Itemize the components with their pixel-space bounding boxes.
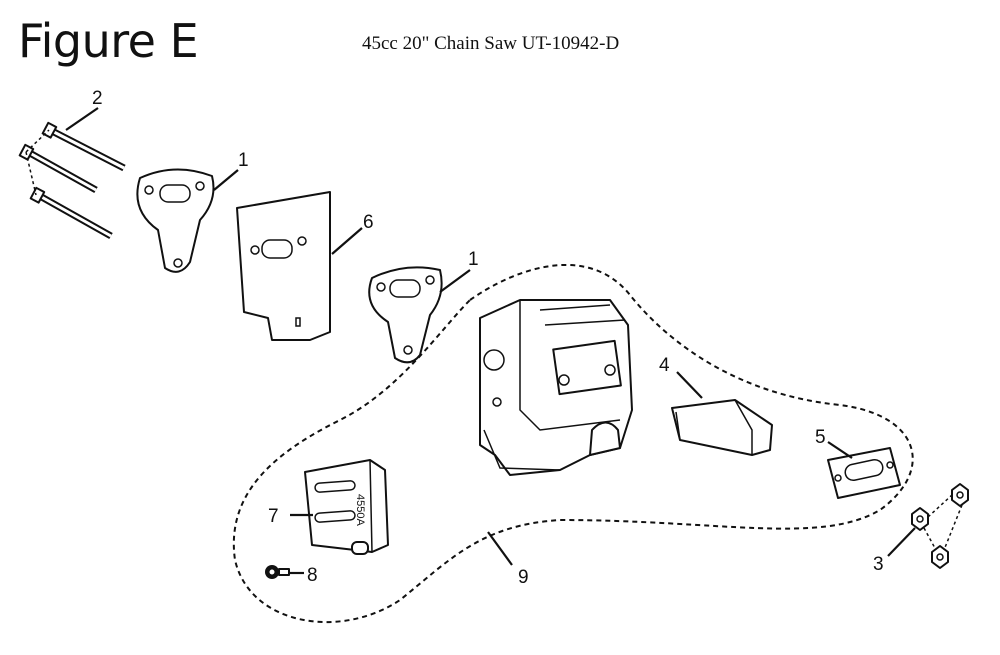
nuts-part-3	[911, 483, 969, 569]
deflector-part-4	[671, 399, 773, 456]
muffler-part-9	[479, 299, 633, 476]
callout-2: 2	[92, 88, 103, 109]
callout-8: 8	[307, 565, 318, 586]
callout-1-left: 1	[238, 150, 249, 171]
callout-5: 5	[815, 427, 826, 448]
callout-3: 3	[873, 554, 884, 575]
callout-6: 6	[363, 212, 374, 233]
callout-1-right: 1	[468, 249, 479, 270]
heat-shield-code-marking: 4550A	[354, 494, 366, 526]
plate-part-6	[236, 191, 331, 341]
gasket-part-1-right	[368, 266, 443, 364]
gasket-part-1-left	[136, 168, 215, 273]
screw-part-8	[265, 565, 290, 579]
leader-lines	[65, 107, 916, 575]
figure-title: Figure E	[18, 14, 199, 68]
callout-7: 7	[268, 506, 279, 527]
callout-9: 9	[518, 567, 529, 588]
figure-subtitle: 45cc 20" Chain Saw UT-10942-D	[362, 33, 620, 54]
screws-part-2	[18, 121, 126, 240]
callout-4: 4	[659, 355, 670, 376]
heat-shield-part-7: 4550A	[304, 459, 389, 555]
gasket-part-5	[827, 447, 901, 499]
assembly-boundary	[232, 264, 914, 624]
